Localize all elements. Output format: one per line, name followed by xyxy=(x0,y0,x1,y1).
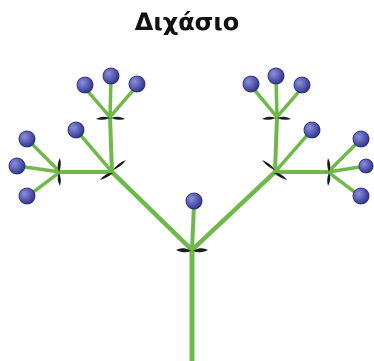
bract xyxy=(262,160,275,170)
central-flower xyxy=(186,193,202,209)
bract xyxy=(113,160,126,170)
right-upper-branch xyxy=(275,117,277,172)
flower xyxy=(353,188,369,204)
left-inner-flower xyxy=(68,122,84,138)
left-upper-branch xyxy=(110,117,112,172)
flower xyxy=(9,158,25,174)
left-primary-branch xyxy=(112,172,192,250)
flower xyxy=(294,77,310,93)
stems xyxy=(18,78,366,361)
left-inner-flower-stalk xyxy=(78,132,112,172)
flower xyxy=(359,159,373,173)
flower xyxy=(268,68,284,84)
flowers xyxy=(9,68,373,209)
flower xyxy=(243,76,259,92)
flower xyxy=(19,188,35,204)
flower xyxy=(77,77,93,93)
bract xyxy=(262,117,276,120)
central-flower-stalk xyxy=(192,205,194,250)
flower xyxy=(129,76,145,92)
right-inner-flower-stalk xyxy=(275,132,310,172)
right-primary-branch xyxy=(192,172,275,250)
right-inner-flower xyxy=(304,122,320,138)
flower xyxy=(19,131,35,147)
bract xyxy=(111,117,125,120)
flower xyxy=(353,131,369,147)
flower xyxy=(103,68,119,84)
